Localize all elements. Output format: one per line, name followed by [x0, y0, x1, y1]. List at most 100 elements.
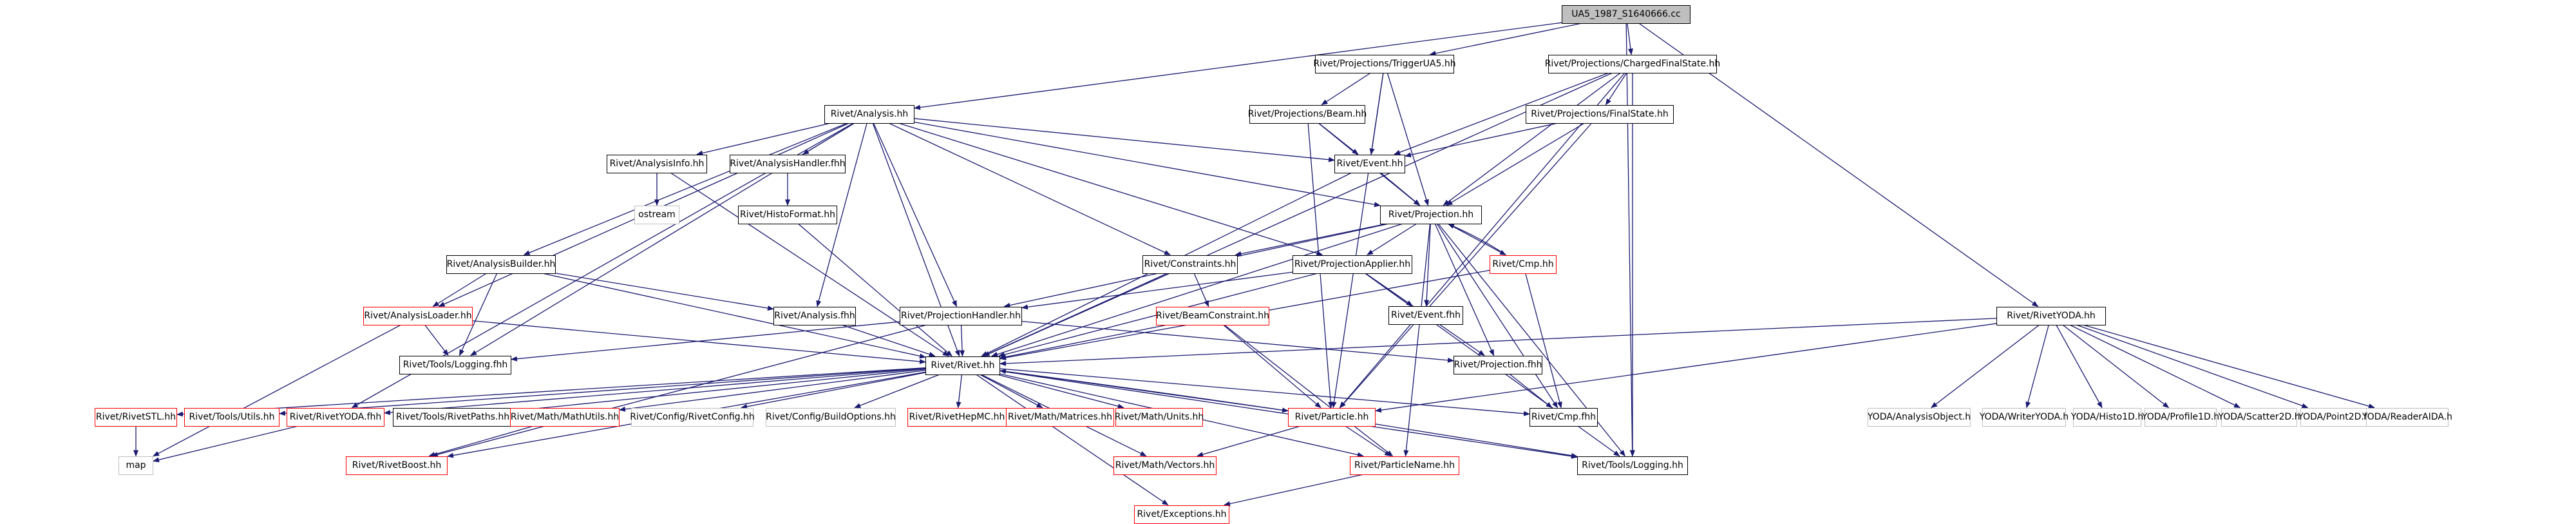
node-rivetboost[interactable]: Rivet/RivetBoost.hh	[346, 456, 448, 475]
edge-analysis-to-projhandler	[873, 123, 958, 307]
node-label: UA5_1987_S1640666.cc	[1571, 9, 1681, 19]
edge-rivet-to-cmpf	[999, 368, 1530, 416]
node-anainfo[interactable]: Rivet/AnalysisInfo.hh	[607, 154, 707, 173]
node-yoda-r[interactable]: YODA/ReaderAIDA.h	[2362, 407, 2452, 427]
node-label: Rivet/RivetSTL.hh	[95, 412, 176, 422]
node-projhandler[interactable]: Rivet/ProjectionHandler.hh	[900, 306, 1022, 325]
node-label: Rivet/ProjectionHandler.hh	[901, 311, 1021, 321]
edge-cfs-to-event	[1394, 72, 1609, 155]
edge-beamconstraint-to-rivet	[999, 324, 1166, 360]
node-eventf[interactable]: Rivet/Event.fhh	[1388, 306, 1463, 325]
edge-rivetyoda-to-yoda-p1	[2063, 324, 2170, 409]
edge-projection-to-cmp	[1448, 223, 1506, 256]
node-label: Rivet/Config/BuildOptions.hh	[766, 412, 896, 422]
edge-analysis-to-projapplier	[899, 122, 1323, 256]
node-analoader[interactable]: Rivet/AnalysisLoader.hh	[363, 306, 473, 325]
node-particlename[interactable]: Rivet/ParticleName.hh	[1350, 456, 1459, 475]
node-particle[interactable]: Rivet/Particle.hh	[1288, 407, 1376, 427]
node-label: Rivet/Analysis.fhh	[774, 311, 855, 321]
node-label: Rivet/AnalysisBuilder.hh	[446, 259, 556, 269]
edge-analoader-to-map	[153, 324, 401, 457]
node-event[interactable]: Rivet/Event.hh	[1334, 154, 1405, 173]
node-logging[interactable]: Rivet/Tools/Logging.hh	[1577, 456, 1688, 475]
node-label: Rivet/Tools/Logging.hh	[1582, 460, 1683, 471]
node-projapplier[interactable]: Rivet/ProjectionApplier.hh	[1293, 255, 1412, 274]
node-root[interactable]: UA5_1987_S1640666.cc	[1562, 5, 1690, 24]
node-mathutils[interactable]: Rivet/Math/MathUtils.hh	[510, 407, 620, 427]
edge-anabuilder-to-analoader	[432, 273, 486, 307]
node-yoda-h1[interactable]: YODA/Histo1D.h	[2071, 407, 2143, 427]
edge-analysis-to-anabuilder	[523, 122, 847, 256]
edge-trigger-to-projection	[1387, 73, 1429, 206]
edge-analysis-to-analysisf	[816, 123, 867, 307]
node-map[interactable]: map	[118, 456, 153, 475]
node-rivetconfig[interactable]: Rivet/Config/RivetConfig.hh	[630, 407, 755, 427]
edge-rivet-to-units	[998, 374, 1124, 409]
node-label: Rivet/ProjectionApplier.hh	[1294, 259, 1411, 269]
node-histoformat[interactable]: Rivet/HistoFormat.hh	[738, 205, 837, 224]
edge-cfs-to-rivet	[983, 72, 1613, 357]
edge-rivetyoda-to-yoda-h1	[2056, 325, 2103, 409]
node-label: Rivet/Projections/ChargedFinalState.hh	[1544, 59, 1721, 69]
node-logginghfh[interactable]: Rivet/Tools/Logging.fhh	[399, 355, 511, 374]
node-rivetpaths[interactable]: Rivet/Tools/RivetPaths.hh	[393, 407, 513, 427]
node-label: Rivet/AnalysisLoader.hh	[364, 311, 472, 321]
node-fs[interactable]: Rivet/Projections/FinalState.hh	[1526, 104, 1674, 124]
edge-projection-to-particlename	[1403, 224, 1431, 457]
node-projection[interactable]: Rivet/Projection.hh	[1380, 205, 1482, 224]
edge-cmp-to-cmpf	[1525, 273, 1562, 409]
node-cmpf[interactable]: Rivet/Cmp.fhh	[1530, 407, 1598, 427]
node-yoda-p1[interactable]: YODA/Profile1D.h	[2142, 407, 2219, 427]
node-label: YODA/AnalysisObject.h	[1867, 412, 1971, 422]
node-label: Rivet/Projection.hh	[1388, 209, 1474, 220]
node-yoda-pt[interactable]: YODA/Point2D.h	[2298, 407, 2370, 427]
node-rivethepmc[interactable]: Rivet/RivetHepMC.hh	[907, 407, 1007, 427]
edge-projection-to-eventf	[1424, 224, 1431, 307]
node-label: map	[126, 460, 146, 471]
node-label: Rivet/Rivet.hh	[931, 360, 995, 371]
edge-analysis-to-constraints	[889, 122, 1171, 256]
node-yoda-w[interactable]: YODA/WriterYODA.h	[1980, 407, 2069, 427]
node-anabuilder[interactable]: Rivet/AnalysisBuilder.hh	[446, 255, 556, 274]
edge-trigger-to-particle	[1331, 73, 1384, 409]
node-trigger[interactable]: Rivet/Projections/TriggerUA5.hh	[1313, 54, 1456, 73]
node-rivet[interactable]: Rivet/Rivet.hh	[925, 356, 1000, 375]
node-toolsutils[interactable]: Rivet/Tools/Utils.hh	[184, 407, 279, 427]
edge-rivetyoda-to-yoda-w	[2025, 325, 2049, 409]
node-label: Rivet/Cmp.hh	[1492, 259, 1554, 269]
edge-anabuilder-to-analysisf	[555, 273, 774, 311]
node-vectors[interactable]: Rivet/Math/Vectors.hh	[1113, 456, 1217, 475]
node-cmp[interactable]: Rivet/Cmp.hh	[1490, 255, 1557, 274]
edge-fs-to-event	[1405, 122, 1557, 158]
edge-rivetyoda-to-yoda-pt	[2077, 324, 2309, 409]
node-beamconstraint[interactable]: Rivet/BeamConstraint.hh	[1156, 306, 1269, 325]
node-units[interactable]: Rivet/Math/Units.hh	[1115, 407, 1204, 427]
node-rivetyoda[interactable]: Rivet/RivetYODA.hh	[1996, 306, 2106, 325]
node-cfs[interactable]: Rivet/Projections/ChargedFinalState.hh	[1545, 54, 1720, 73]
node-buildoptions[interactable]: Rivet/Config/BuildOptions.hh	[766, 407, 896, 427]
node-rivetyodaf[interactable]: Rivet/RivetYODA.fhh	[287, 407, 384, 427]
node-projectionf[interactable]: Rivet/Projection.fhh	[1454, 355, 1542, 374]
node-rivetstl[interactable]: Rivet/RivetSTL.hh	[95, 407, 177, 427]
edge-particlename-to-exceptions	[1224, 474, 1363, 507]
edge-projection-to-logging	[1438, 224, 1625, 457]
edge-rivet-to-rivetpaths	[512, 369, 926, 413]
node-label: Rivet/AnalysisHandler.fhh	[730, 159, 846, 169]
node-ostream[interactable]: ostream	[634, 205, 679, 224]
node-yoda-s2[interactable]: YODA/Scatter2D.h	[2218, 407, 2300, 427]
edge-event-to-projection	[1381, 173, 1421, 206]
node-analysis[interactable]: Rivet/Analysis.hh	[824, 104, 914, 124]
node-yoda-ao[interactable]: YODA/AnalysisObject.h	[1867, 407, 1971, 427]
node-matrices[interactable]: Rivet/Math/Matrices.hh	[1006, 407, 1114, 427]
node-anahandlerf[interactable]: Rivet/AnalysisHandler.fhh	[730, 154, 846, 173]
node-analysisf[interactable]: Rivet/Analysis.fhh	[773, 306, 856, 325]
node-constraints[interactable]: Rivet/Constraints.hh	[1142, 255, 1238, 274]
node-beam[interactable]: Rivet/Projections/Beam.hh	[1248, 104, 1367, 124]
node-label: Rivet/ParticleName.hh	[1354, 460, 1455, 471]
node-label: Rivet/Cmp.fhh	[1531, 412, 1596, 422]
node-exceptions[interactable]: Rivet/Exceptions.hh	[1134, 505, 1229, 524]
node-label: YODA/Point2D.h	[2298, 412, 2370, 422]
edge-cmp-to-projection	[1448, 223, 1506, 256]
